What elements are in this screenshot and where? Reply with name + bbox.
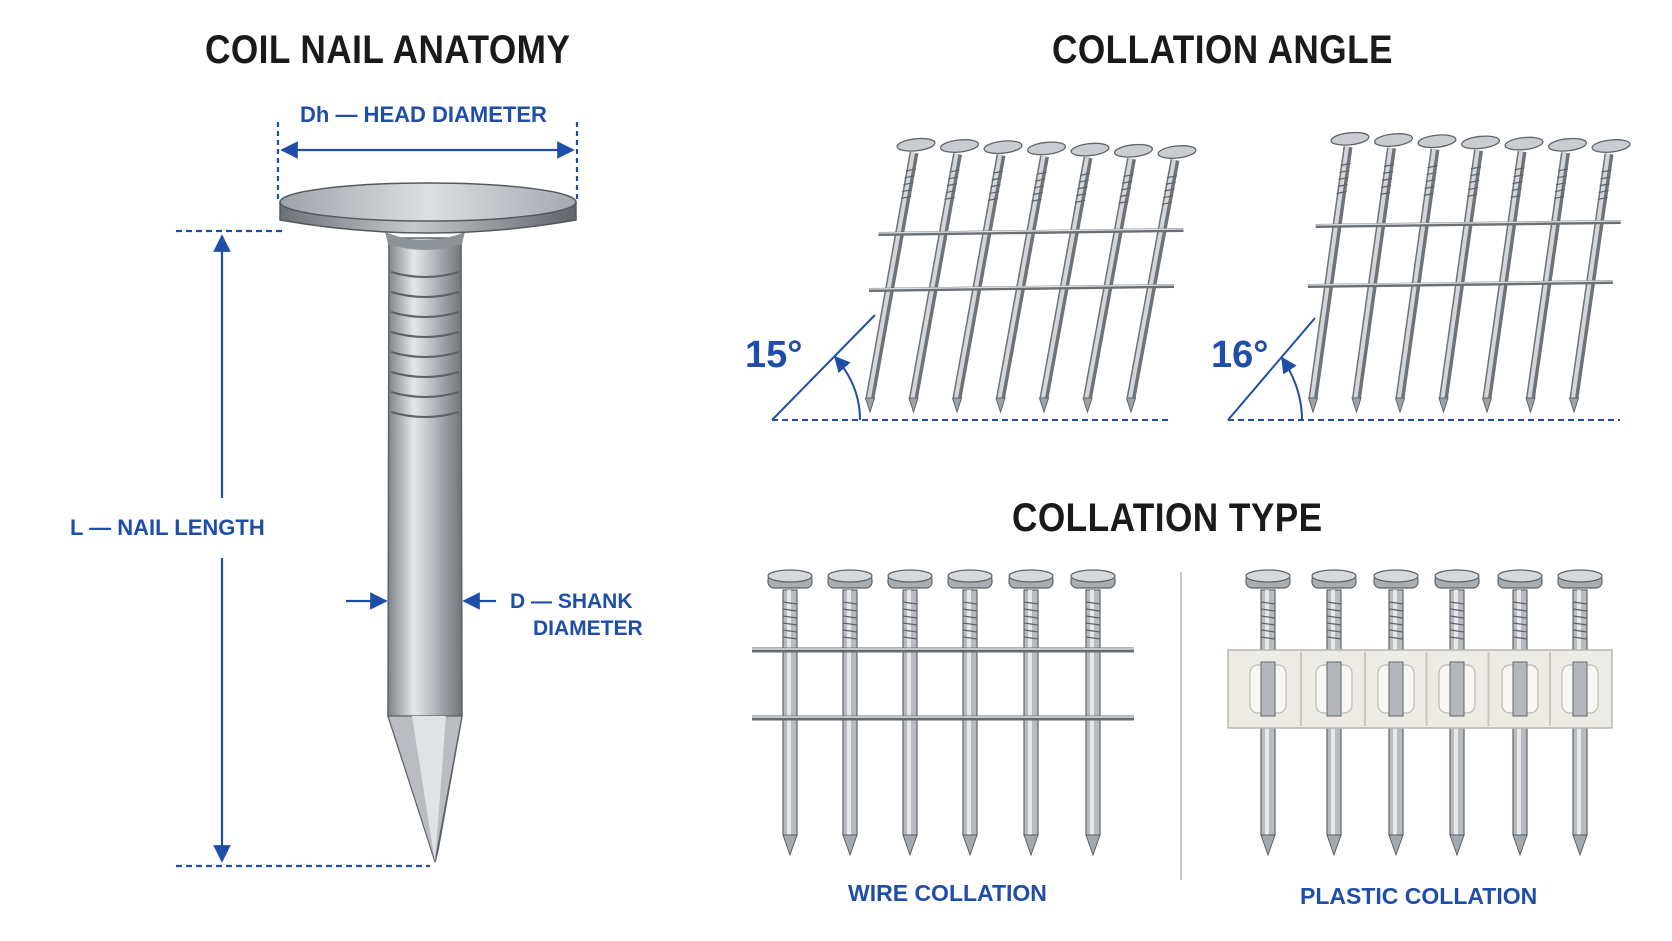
angle-nail-groups — [864, 131, 1631, 414]
slanted-nail — [1351, 133, 1414, 414]
wire-collation-label: WIRE COLLATION — [848, 880, 1047, 906]
anatomy-nail — [279, 182, 577, 863]
angle-15-guides — [771, 314, 1170, 421]
collation-wire — [1315, 220, 1621, 228]
straight-nail — [1008, 569, 1054, 857]
angle-15-label: 15° — [745, 334, 803, 376]
angle-16-nails — [1307, 131, 1631, 414]
slanted-nail — [995, 141, 1067, 414]
wire-collation-nails — [752, 569, 1134, 857]
slanted-nail — [1481, 136, 1544, 414]
angle-16-guides — [1227, 317, 1620, 421]
head-diameter-dimension — [276, 122, 579, 200]
collation-wire — [868, 284, 1175, 292]
plastic-collation-nails — [1227, 569, 1613, 857]
shank-diameter-label-1: D — SHANK — [510, 590, 633, 613]
angle-15-nails — [864, 137, 1197, 414]
slanted-nail — [1307, 131, 1370, 414]
straight-nail — [887, 569, 933, 857]
plastic-strip — [1227, 649, 1613, 729]
head-diameter-label: Dh — HEAD DIAMETER — [300, 102, 547, 127]
angle-16-label: 16° — [1211, 334, 1269, 376]
slanted-nail — [1438, 135, 1501, 414]
slanted-nail — [864, 137, 936, 414]
straight-nail — [1070, 569, 1116, 857]
straight-nail — [947, 569, 993, 857]
straight-nail — [827, 569, 873, 857]
slanted-nail — [1082, 143, 1154, 414]
slanted-nail — [1394, 134, 1457, 414]
type-title: COLLATION TYPE — [1012, 496, 1323, 540]
nail-length-label: L — NAIL LENGTH — [70, 515, 265, 540]
collation-wire — [1307, 280, 1613, 288]
straight-nail — [767, 569, 813, 857]
nail-length-dimension — [176, 229, 430, 868]
slanted-nail — [951, 140, 1023, 414]
slanted-nail — [1568, 139, 1631, 414]
plastic-collation-label: PLASTIC COLLATION — [1300, 883, 1538, 909]
collation-wire — [878, 228, 1184, 236]
slanted-nail — [1038, 142, 1110, 414]
anatomy-title: COIL NAIL ANATOMY — [205, 28, 571, 72]
slanted-nail — [1125, 145, 1197, 414]
slanted-nail — [1525, 137, 1588, 414]
shank-diameter-label-2: DIAMETER — [533, 617, 643, 640]
slanted-nail — [908, 139, 980, 414]
angle-title: COLLATION ANGLE — [1052, 28, 1393, 72]
